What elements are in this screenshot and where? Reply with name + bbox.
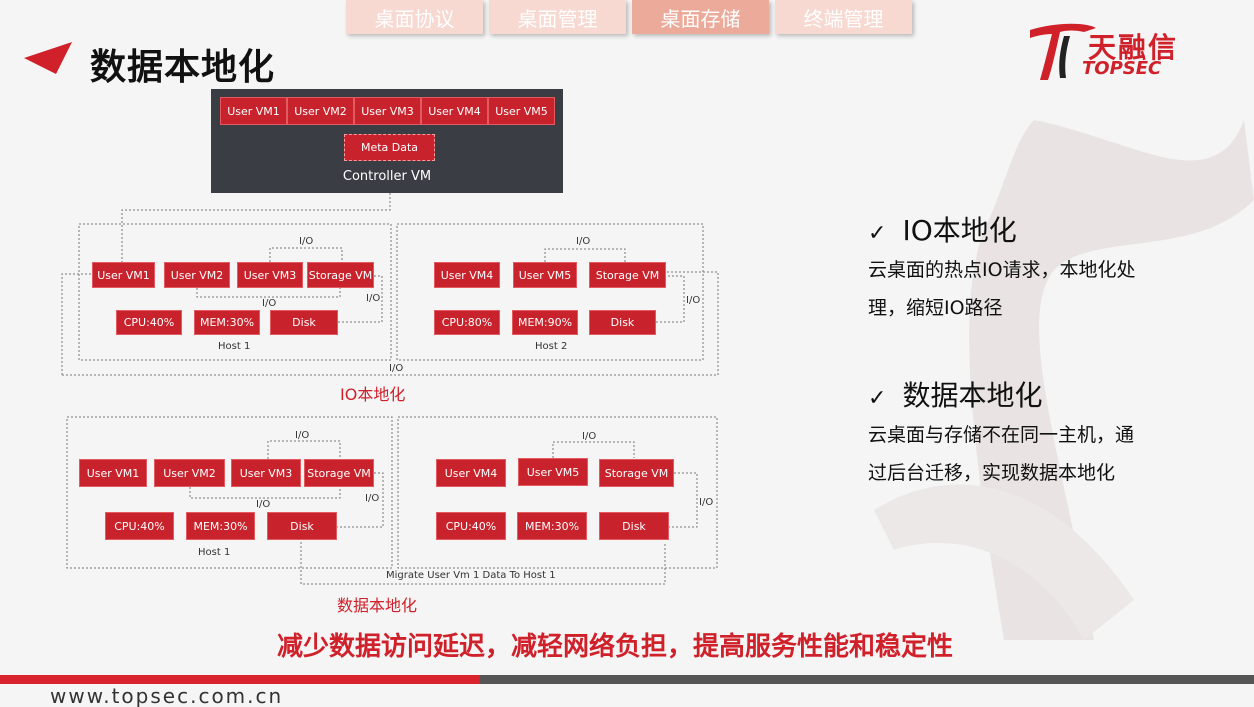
point-heading-text: IO本地化 — [902, 214, 1017, 247]
d2-host1-user-vm1: User VM1 — [79, 459, 147, 487]
point-heading-io: ✓ IO本地化 — [868, 209, 1017, 249]
d2-host1-mem: MEM:30% — [186, 512, 255, 540]
d2-host2-mem: MEM:30% — [517, 512, 587, 540]
d2-io-label: I/O — [582, 431, 597, 442]
top-tabs: 桌面协议 桌面管理 桌面存储 终端管理 — [346, 0, 912, 34]
d1-host1-cpu: CPU:40% — [116, 310, 182, 335]
tab-desktop-protocol[interactable]: 桌面协议 — [346, 0, 483, 34]
d2-io-label: I/O — [365, 493, 380, 504]
d2-host2-user-vm4: User VM4 — [436, 459, 506, 487]
logo-text-en: TOPSEC — [1082, 58, 1162, 79]
d1-host1-user-vm2: User VM2 — [164, 262, 230, 288]
controller-user-vm5: User VM5 — [488, 97, 555, 125]
d2-host2-user-vm5: User VM5 — [518, 458, 588, 486]
d2-io-label: I/O — [295, 430, 310, 441]
controller-vm-panel: User VM1 User VM2 User VM3 User VM4 User… — [211, 89, 563, 193]
d1-host2-cpu: CPU:80% — [434, 310, 500, 335]
point-text-data: 云桌面与存储不在同一主机，通过后台迁移，实现数据本地化 — [868, 424, 1135, 484]
d1-caption: IO本地化 — [340, 385, 406, 404]
page-title: 数据本地化 — [90, 47, 276, 88]
d2-host1-user-vm2: User VM2 — [154, 459, 225, 487]
d1-host1-mem: MEM:30% — [194, 310, 260, 335]
point-heading-data: ✓ 数据本地化 — [868, 374, 1042, 414]
d1-io-label: I/O — [389, 363, 404, 374]
d1-host2-mem: MEM:90% — [512, 310, 578, 335]
tab-terminal-management[interactable]: 终端管理 — [775, 0, 912, 34]
controller-user-vm2: User VM2 — [287, 97, 354, 125]
d1-host1-storage-vm: Storage VM — [307, 262, 374, 288]
d1-io-label: I/O — [262, 298, 277, 309]
d2-host2-storage-vm: Storage VM — [599, 459, 674, 487]
topsec-logo — [1030, 23, 1096, 80]
check-icon: ✓ — [868, 221, 887, 246]
d1-host1-label: Host 1 — [218, 341, 251, 352]
d1-io-label: I/O — [366, 293, 381, 304]
d2-host1-cpu: CPU:40% — [105, 512, 174, 540]
d2-host2-cpu: CPU:40% — [436, 512, 506, 540]
d2-host2-disk: Disk — [599, 512, 669, 540]
point-heading-text: 数据本地化 — [902, 379, 1043, 412]
d1-host1-disk: Disk — [270, 310, 338, 335]
d1-host1-user-vm3: User VM3 — [237, 262, 303, 288]
d1-host2-user-vm4: User VM4 — [434, 262, 500, 288]
slogan: 减少数据访问延迟，减轻网络负担，提高服务性能和稳定性 — [276, 632, 953, 662]
logo-text-cn: 天融信 — [1088, 31, 1179, 64]
d1-host2-label: Host 2 — [535, 341, 568, 352]
controller-user-vm1: User VM1 — [220, 97, 287, 125]
tab-desktop-management[interactable]: 桌面管理 — [489, 0, 626, 34]
d2-caption: 数据本地化 — [337, 596, 418, 615]
point-text-io: 云桌面的热点IO请求，本地化处理，缩短IO路径 — [868, 259, 1136, 319]
d2-host1-storage-vm: Storage VM — [304, 459, 374, 487]
d1-host2-disk: Disk — [589, 310, 656, 335]
controller-vm-label: Controller VM — [342, 169, 432, 184]
d2-host1-user-vm3: User VM3 — [231, 459, 301, 487]
meta-data-box: Meta Data — [344, 134, 435, 161]
tab-desktop-storage[interactable]: 桌面存储 — [632, 0, 769, 34]
controller-user-vm3: User VM3 — [354, 97, 421, 125]
d1-host2-storage-vm: Storage VM — [589, 262, 666, 288]
footer-url[interactable]: www.topsec.com.cn — [50, 684, 284, 707]
d2-host1-disk: Disk — [267, 512, 337, 540]
d1-io-label: I/O — [299, 236, 314, 247]
d2-host1-label: Host 1 — [198, 547, 231, 558]
title-arrow-icon — [24, 42, 72, 74]
d1-io-label: I/O — [686, 295, 701, 306]
controller-user-vm4: User VM4 — [421, 97, 488, 125]
footer-bar-dark — [480, 675, 1254, 684]
check-icon: ✓ — [868, 386, 887, 411]
d2-io-label: I/O — [699, 497, 714, 508]
d1-io-label: I/O — [576, 236, 591, 247]
footer-bar-red — [0, 675, 480, 684]
d1-host1-user-vm1: User VM1 — [92, 262, 155, 288]
d1-host2-user-vm5: User VM5 — [513, 262, 577, 288]
d2-migrate-label: Migrate User Vm 1 Data To Host 1 — [384, 570, 558, 581]
d2-io-label: I/O — [256, 499, 271, 510]
